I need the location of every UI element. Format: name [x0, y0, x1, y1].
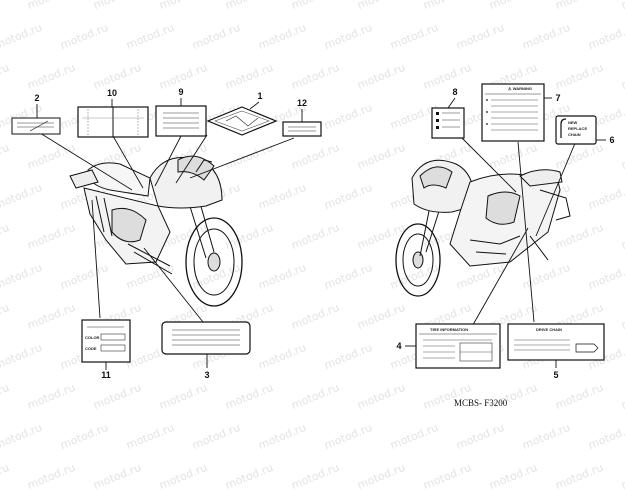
label-5	[507, 323, 605, 361]
left-leader-lines	[39, 132, 295, 323]
right-motorcycle	[395, 159, 571, 297]
callout-8: 8	[452, 87, 458, 97]
drive-chain-label-text: DRIVE CHAIN	[536, 327, 563, 332]
code-field-label: CODE	[85, 346, 97, 351]
label-11	[81, 319, 131, 363]
replace-chain-text: REPLACE	[568, 126, 588, 131]
label-12	[282, 121, 322, 137]
callout-4: 4	[396, 341, 402, 351]
label-3	[161, 321, 251, 355]
tire-info-label-text: TIRE INFORMATION	[430, 327, 469, 332]
callout-10: 10	[106, 88, 117, 98]
chain-text: CHAIN	[568, 132, 581, 137]
label-2	[11, 117, 61, 135]
label-9	[155, 105, 207, 137]
callout-1: 1	[257, 91, 263, 101]
left-motorcycle	[69, 155, 243, 307]
callout-5: 5	[553, 370, 559, 380]
callout-2: 2	[34, 93, 40, 103]
label-4	[415, 323, 501, 369]
callout-3: 3	[204, 370, 210, 380]
right-leader-lines	[461, 137, 577, 331]
label-6	[555, 115, 597, 145]
callout-6: 6	[609, 135, 615, 145]
label-10	[77, 106, 149, 138]
new-chain-text: NEW	[568, 120, 578, 125]
warning-label-text: ⚠ WARNING	[508, 86, 533, 91]
callout-7: 7	[555, 93, 561, 103]
label-7	[481, 83, 545, 142]
emission-label-diagram	[11, 83, 606, 370]
callout-11: 11	[101, 370, 111, 380]
label-8	[431, 107, 465, 139]
callout-12: 12	[296, 98, 307, 108]
figure-code: MCBS- F3200	[454, 398, 508, 408]
callout-9: 9	[178, 87, 184, 97]
color-field-label: COLOR	[85, 335, 100, 340]
label-1	[206, 106, 278, 136]
